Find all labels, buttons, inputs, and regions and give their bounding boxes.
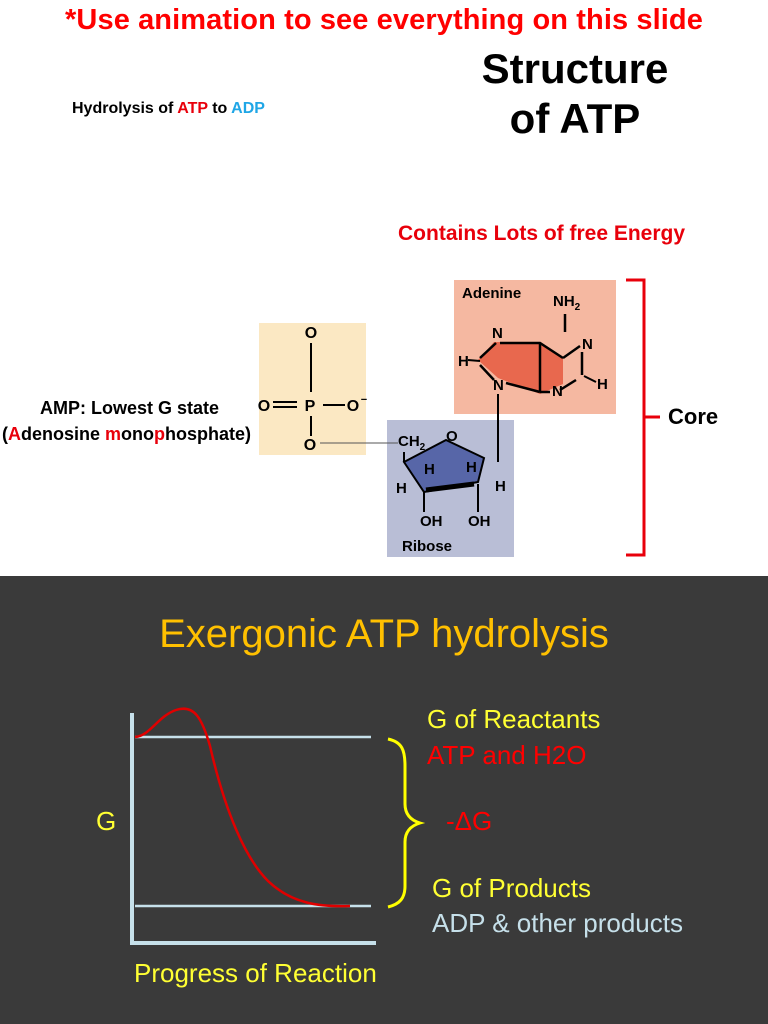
adenine-ring-left-top	[479, 342, 497, 359]
adenine-n3: N	[552, 383, 563, 400]
atp-molecule-diagram: O O P O − O Adenine NH2 N N H N N H	[258, 278, 660, 557]
ribose-ring-o: O	[446, 428, 458, 445]
adenine-nh2: NH2	[553, 293, 581, 313]
adenine-ring-bottom-right	[559, 378, 577, 392]
ribose-ring	[402, 438, 486, 494]
phosphate-minus-charge: −	[361, 394, 367, 406]
title-line-1: Structure	[481, 45, 669, 92]
ribose-ch2: CH2	[398, 433, 426, 453]
subtitle-prefix: Hydrolysis of	[72, 100, 178, 117]
animation-banner: *Use animation to see everything on this…	[65, 4, 703, 36]
energy-diagram	[130, 707, 426, 945]
phosphate-group-box	[259, 323, 366, 455]
adenine-ring-n3	[562, 344, 581, 360]
adenine-h2: H	[597, 376, 608, 393]
adenine-ring-left-bottom	[479, 364, 495, 381]
adenine-ring-fill	[478, 342, 563, 394]
hydrolysis-subtitle: Hydrolysis of ATP to ADP	[72, 100, 265, 118]
adenine-label: Adenine	[462, 285, 521, 302]
subtitle-mid: to	[207, 100, 232, 117]
subtitle-atp: ATP	[177, 100, 208, 117]
x-axis-label: Progress of Reaction	[134, 958, 377, 988]
slide-title: Structure of ATP	[430, 44, 720, 144]
exergonic-title: Exergonic ATP hydrolysis	[159, 612, 609, 656]
core-bracket	[626, 278, 646, 557]
phosphate-o-right: O	[347, 398, 359, 415]
adenine-h8: H	[458, 353, 469, 370]
adenine-n9: N	[493, 377, 504, 394]
adenine-h-right-bond	[583, 375, 597, 383]
reaction-energy-curve	[134, 707, 351, 908]
ribose-h-2: H	[466, 459, 477, 476]
ribose-oh-right: OH	[468, 513, 491, 530]
g-of-products-label: G of Products	[432, 873, 591, 903]
free-energy-label: Contains Lots of free Energy	[398, 222, 686, 245]
core-label: Core	[668, 404, 719, 429]
ribose-h-1: H	[424, 461, 435, 478]
phosphate-o-bottom: O	[304, 437, 316, 454]
phosphate-o-top: O	[305, 325, 317, 342]
atp-structure-slide: *Use animation to see everything on this…	[2, 4, 720, 557]
adenine-h-left-bond	[467, 359, 481, 362]
subtitle-adp: ADP	[231, 100, 265, 117]
y-axis-label: G	[96, 806, 117, 836]
ribose-oh-left: OH	[420, 513, 443, 530]
exergonic-slide	[0, 576, 768, 1024]
ribose-h-4: H	[495, 478, 506, 495]
ribose-front-edge	[425, 481, 475, 493]
products-label: ADP & other products	[432, 908, 683, 938]
adenine-n7: N	[492, 325, 503, 342]
delta-g-label: -ΔG	[446, 806, 493, 836]
g-of-reactants-label: G of Reactants	[427, 704, 601, 734]
amp-label: AMP: Lowest G state	[40, 398, 220, 418]
ribose-label: Ribose	[402, 538, 452, 555]
adenine-n1: N	[582, 336, 593, 353]
phosphate-o-left: O	[258, 398, 270, 415]
title-line-2: of ATP	[509, 95, 641, 142]
adenine-ring-n9-bond	[505, 381, 541, 394]
amp-full-name: (Adenosine monophosphate)	[2, 424, 252, 444]
phosphate-p: P	[305, 398, 316, 415]
delta-g-brace	[387, 737, 426, 909]
ribose-h-3: H	[396, 480, 407, 497]
reactants-label: ATP and H2O	[427, 740, 587, 770]
